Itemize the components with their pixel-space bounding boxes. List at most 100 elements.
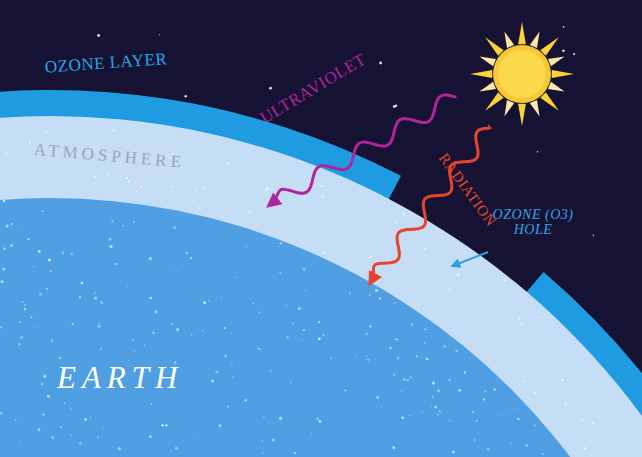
speckle (316, 418, 319, 421)
speckle (47, 395, 50, 398)
sun-disc (493, 45, 551, 103)
speckle (534, 292, 537, 295)
speckle (446, 301, 448, 303)
speckle (377, 250, 380, 253)
speckle (636, 443, 639, 446)
speckle (624, 451, 627, 454)
speckle (37, 327, 38, 328)
speckle (470, 325, 473, 328)
speckle (149, 435, 152, 438)
speckle (231, 364, 233, 366)
speckle (357, 260, 359, 262)
speckle (252, 303, 254, 305)
speckle (520, 347, 523, 350)
speckle (548, 429, 551, 432)
sun (470, 22, 574, 126)
speckle (245, 246, 246, 247)
speckle (484, 391, 486, 393)
speckle (279, 417, 282, 420)
speckle (434, 406, 437, 409)
speckle (151, 403, 153, 405)
speckle (449, 289, 451, 291)
speckle (534, 425, 536, 427)
speckle (42, 413, 44, 415)
speckle (42, 210, 44, 212)
speckle (558, 339, 561, 342)
speckle (124, 195, 126, 197)
speckle (294, 452, 296, 454)
speckle (521, 323, 523, 325)
speckle (313, 192, 316, 195)
speckle (51, 436, 54, 439)
speckle (571, 384, 572, 385)
sun-ray (540, 92, 558, 110)
speckle (426, 358, 429, 361)
speckle (361, 190, 363, 192)
speckle (29, 141, 31, 143)
hole-label: OZONE (O3) HOLE (478, 207, 588, 238)
speckle (613, 263, 614, 264)
speckle (255, 223, 256, 224)
speckle (134, 350, 135, 351)
speckle (249, 192, 251, 194)
speckle (472, 411, 474, 413)
speckle (614, 449, 616, 451)
speckle (63, 195, 66, 198)
speckle (389, 347, 392, 350)
speckle (605, 415, 608, 418)
speckle (149, 297, 152, 300)
speckle (3, 248, 5, 250)
speckle (562, 359, 563, 360)
speckle (298, 307, 301, 310)
speckle (90, 417, 91, 418)
speckle (15, 419, 17, 421)
speckle (196, 196, 199, 199)
speckle (366, 355, 367, 356)
sun-ray (504, 32, 514, 49)
speckle (400, 391, 401, 392)
speckle (412, 304, 413, 305)
speckle (438, 221, 440, 223)
speckle (72, 323, 74, 325)
speckle (538, 407, 539, 408)
speckle (216, 371, 219, 374)
speckle (322, 196, 324, 198)
speckle (487, 448, 490, 451)
sun-ray (530, 100, 540, 117)
speckle (10, 244, 12, 246)
speckle (308, 250, 309, 251)
speckle (392, 446, 395, 449)
speckle (457, 274, 459, 276)
earth-label: EARTH (57, 361, 183, 395)
star (563, 26, 565, 28)
speckle (631, 454, 633, 456)
speckle (257, 238, 258, 239)
speckle (33, 266, 34, 267)
sun-ray (518, 104, 526, 126)
speckle (573, 238, 575, 240)
speckle (102, 427, 103, 428)
speckle (560, 224, 562, 226)
speckle (279, 271, 281, 273)
speckle (59, 357, 61, 359)
speckle (221, 297, 222, 298)
speckle (263, 416, 264, 417)
speckle (250, 149, 252, 151)
speckle (534, 244, 535, 245)
speckle (367, 359, 369, 361)
speckle (542, 453, 544, 455)
speckle (483, 398, 485, 400)
speckle (381, 406, 382, 407)
speckle (208, 300, 209, 301)
speckle (97, 436, 99, 438)
speckle (431, 406, 432, 407)
speckle (70, 409, 71, 410)
speckle (48, 258, 51, 261)
speckle (149, 257, 152, 260)
speckle (50, 270, 52, 272)
speckle (110, 245, 113, 248)
sun-ray (548, 56, 565, 66)
speckle (519, 317, 521, 319)
star (573, 53, 575, 55)
speckle (511, 332, 514, 335)
